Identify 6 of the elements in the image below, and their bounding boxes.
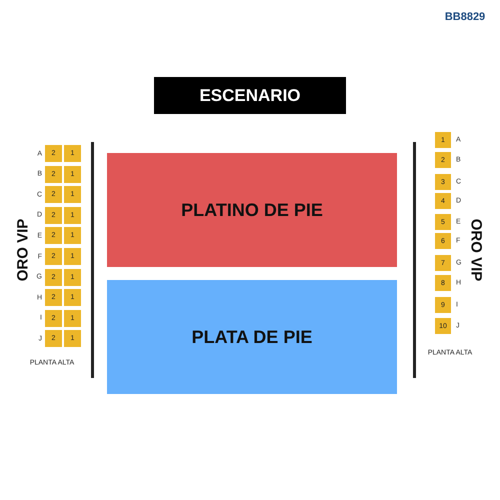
code-label: BB8829 [444, 11, 486, 23]
section-label: ORO VIP [14, 218, 32, 282]
standing-area: PLATINO DE PIE [107, 153, 397, 267]
stage: ESCENARIO [154, 77, 346, 114]
standing-area: PLATA DE PIE [107, 280, 397, 394]
section-label: ORO VIP [468, 218, 484, 282]
